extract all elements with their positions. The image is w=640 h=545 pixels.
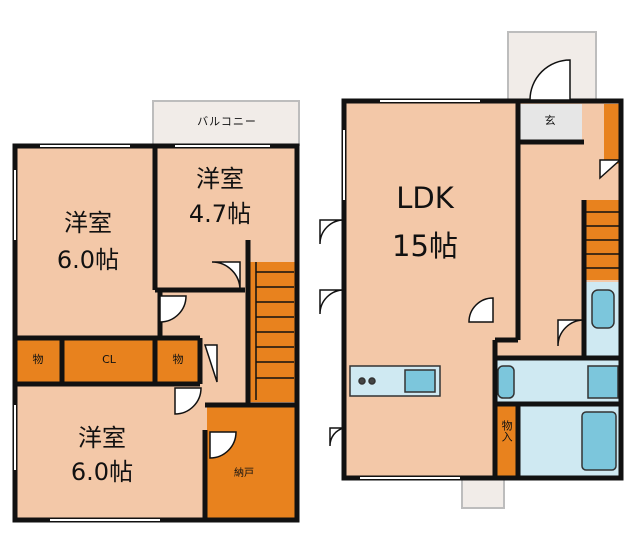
fixtures [349,289,619,471]
back-step [461,477,505,509]
entrance-area [518,104,582,142]
balcony-area [152,100,300,146]
stair-treads-floor1 [584,211,620,269]
room-c-name: 洋室 [78,424,126,452]
storage-left-area [16,340,60,382]
room-c-size: 6.0帖 [70,458,134,486]
shoe-storage [604,104,619,164]
storage-floor1-label: 物入 [500,420,514,442]
closet-label: CL [102,353,116,366]
room-b-name: 洋室 [64,209,112,237]
storage-floor1 [497,404,517,476]
ldk-size: 15帖 [392,229,458,263]
ldk-name: LDK [396,181,454,215]
balcony-label: バルコニー [197,115,257,128]
nando-label: 納戸 [234,468,254,479]
closet-area [64,340,154,382]
door-swings-floor2 [159,261,241,459]
room-b-size: 6.0帖 [56,246,120,274]
stair-treads-floor2 [255,262,294,400]
storage-right-area [157,340,200,382]
door-swings-floor1 [319,59,622,447]
entrance-label: 玄 [544,114,556,127]
nando-area [207,405,295,518]
windows-floor2 [14,145,270,521]
storage-left-label: 物 [32,353,44,366]
storage-right-label: 物 [172,353,184,366]
room-a-name: 洋室 [196,165,244,193]
room-a-size: 4.7帖 [188,200,252,228]
windows-floor1 [343,100,480,479]
